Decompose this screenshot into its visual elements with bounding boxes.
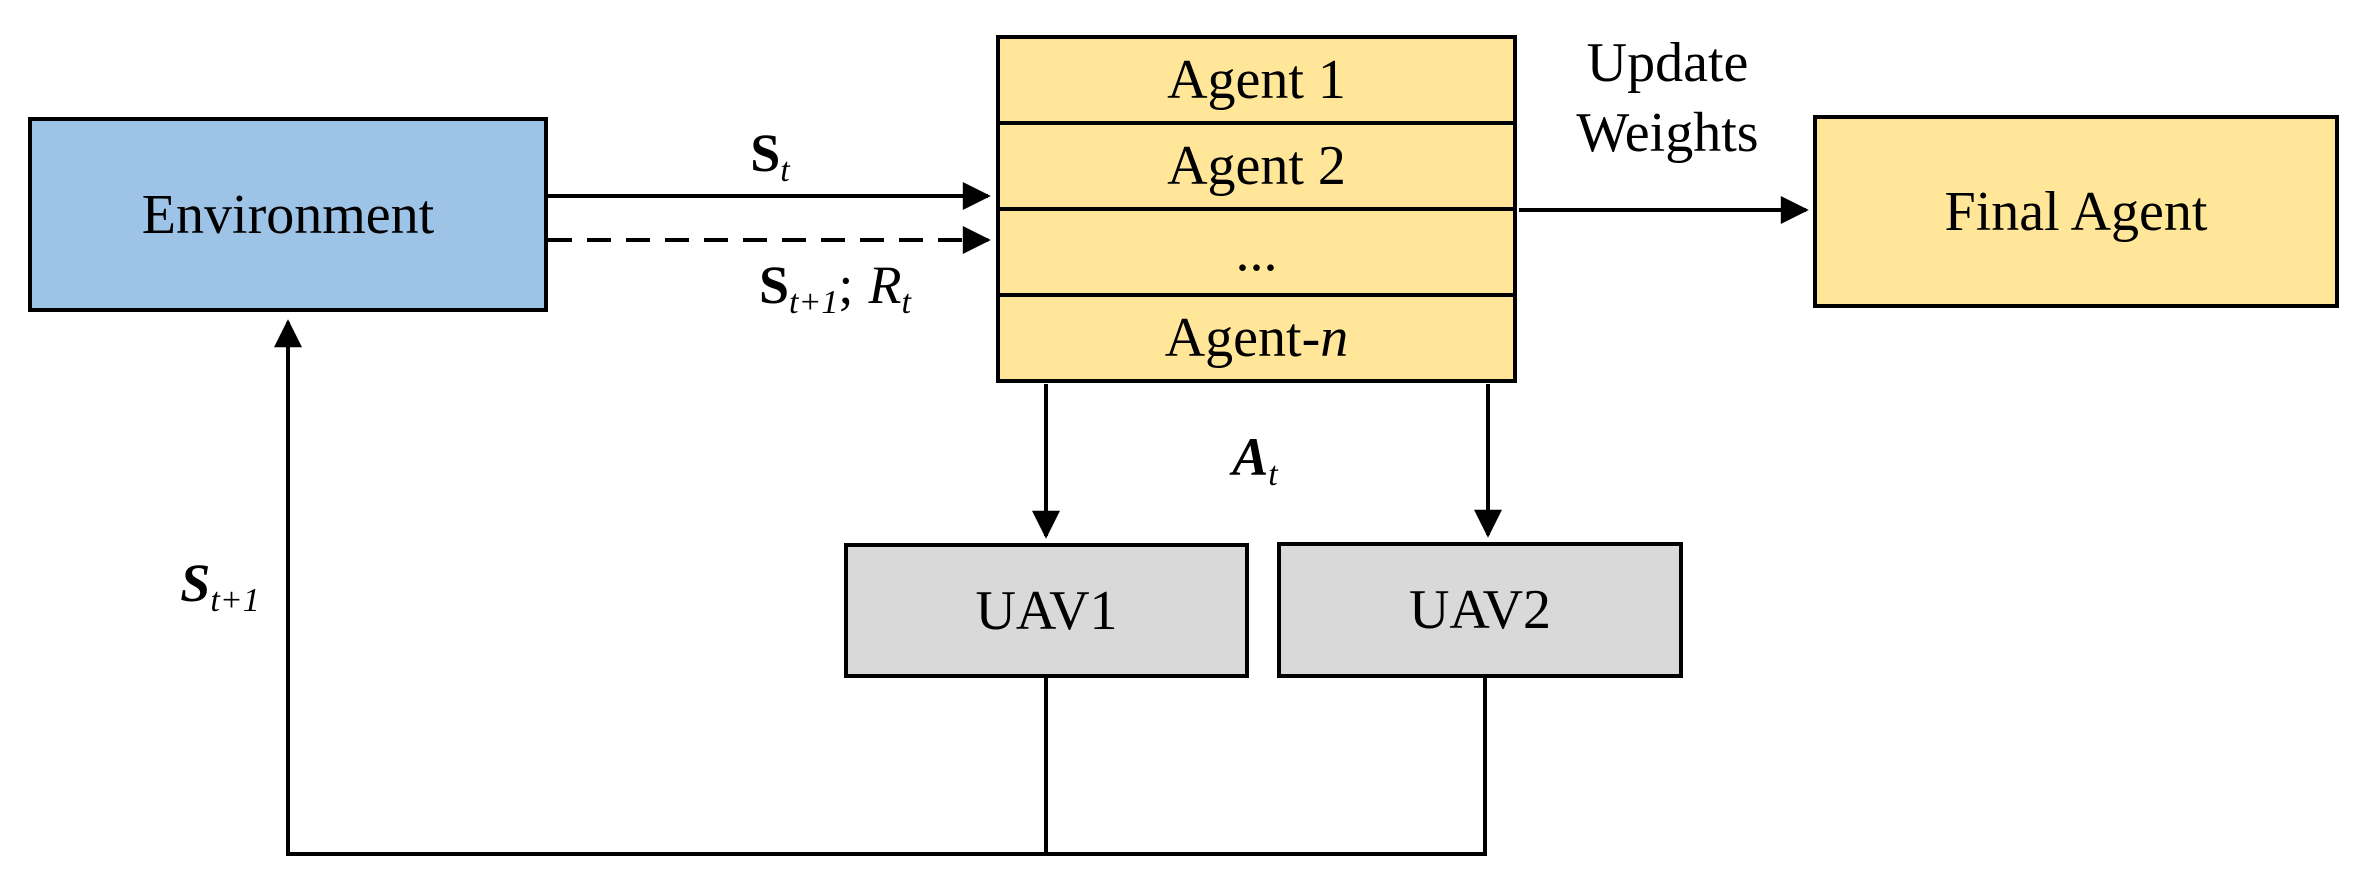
agent-row-ellipsis: ...	[1000, 207, 1513, 293]
agent-row-2-label: Agent 2	[1167, 135, 1346, 197]
agent-stack: Agent 1 Agent 2 ... Agent-n	[996, 35, 1517, 383]
next-state-feedback-label: St+1	[130, 550, 310, 618]
uav1-label: UAV1	[975, 579, 1118, 642]
reward-subscript: t	[901, 283, 911, 321]
next-state-feedback-subscript: t+1	[210, 581, 260, 619]
next-state-subscript: t+1	[789, 283, 839, 321]
agent-row-1: Agent 1	[1000, 39, 1513, 121]
uav2-label: UAV2	[1408, 579, 1552, 641]
reward-symbol: R	[868, 255, 902, 315]
final-agent-label: Final Agent	[1944, 180, 2208, 243]
label-separator: ;	[838, 255, 854, 315]
next-state-symbol: S	[758, 255, 790, 315]
action-subscript: t	[1268, 455, 1278, 493]
environment-label: Environment	[141, 183, 435, 246]
environment-box: Environment	[28, 117, 548, 312]
next-state-reward-label: St+1;Rt	[640, 252, 1030, 320]
state-label: St	[620, 120, 920, 188]
update-weights-line2: Weights	[1576, 102, 1759, 164]
agent-row-ellipsis-label: ...	[1235, 221, 1278, 283]
state-subscript: t	[780, 151, 790, 189]
update-weights-label: Update Weights	[1520, 28, 1815, 168]
update-weights-line1: Update	[1586, 32, 1749, 94]
agent-row-1-label: Agent 1	[1167, 49, 1346, 111]
uav1-box: UAV1	[844, 543, 1249, 678]
agent-row-2: Agent 2	[1000, 121, 1513, 207]
final-agent-box: Final Agent	[1813, 115, 2339, 308]
agent-row-n-prefix: Agent-	[1164, 307, 1321, 369]
uav2-box: UAV2	[1277, 542, 1683, 678]
action-symbol: A	[1232, 427, 1269, 487]
state-symbol: S	[750, 123, 781, 183]
next-state-feedback-symbol: S	[180, 553, 211, 613]
agent-row-n: Agent-n	[1000, 293, 1513, 379]
agent-row-n-var: n	[1320, 307, 1349, 369]
action-label: At	[1150, 424, 1360, 492]
